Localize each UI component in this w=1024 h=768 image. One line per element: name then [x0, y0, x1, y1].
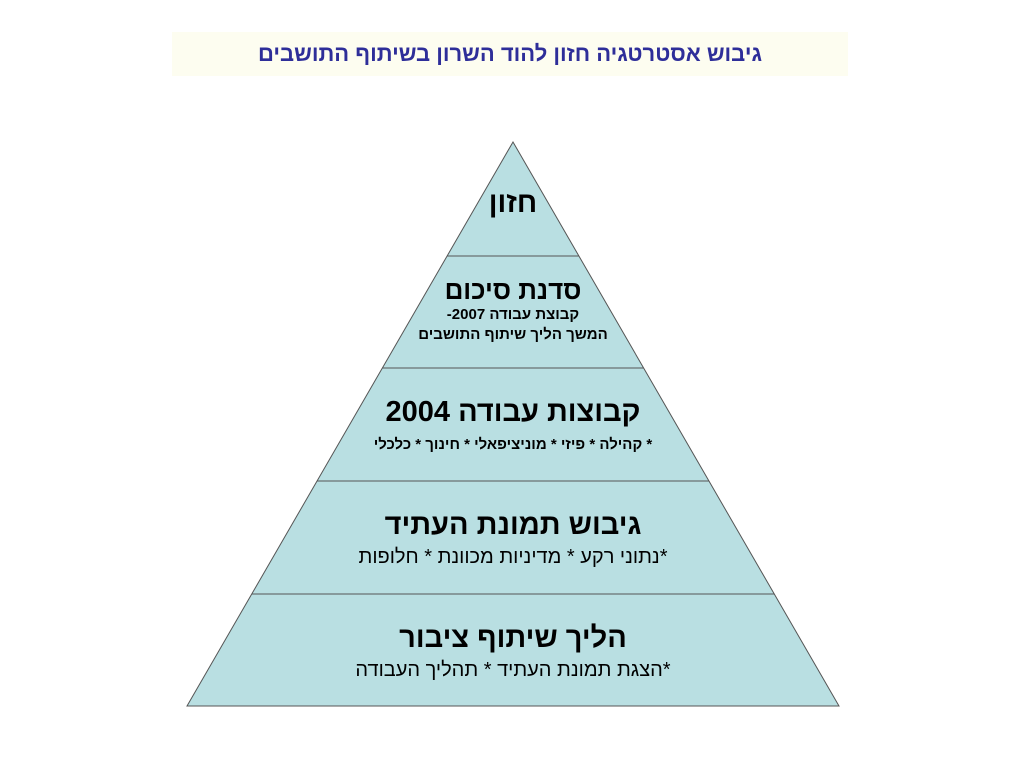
tier-future-picture-heading: גיבוש תמונת העתיד: [384, 509, 642, 541]
tier-working-groups: קבוצות עבודה 2004 * קהילה * פיזי * מוניצ…: [374, 395, 653, 455]
tier-vision: חזון: [489, 186, 537, 220]
tier-summary-line-1: קבוצת עבודה 2007-: [446, 306, 580, 323]
tier-public-participation-line-1: *הצגת תמונת העתיד * תהליך העבודה: [355, 659, 671, 681]
tier-vision-heading: חזון: [488, 187, 538, 219]
tier-future-picture: גיבוש תמונת העתיד *נתוני רקע * מדיניות מ…: [359, 508, 668, 570]
tier-public-participation: הליך שיתוף ציבור *הצגת תמונת העתיד * תהל…: [355, 621, 670, 683]
slide-title: גיבוש אסטרטגיה חזון להוד השרון בשיתוף הת…: [258, 41, 762, 66]
tier-future-picture-line-1: *נתוני רקע * מדיניות מכוונת * חלופות: [358, 546, 668, 568]
tier-working-groups-line-1: * קהילה * פיזי * מוניציפאלי * חינוך * כל…: [373, 436, 653, 453]
title-box: גיבוש אסטרטגיה חזון להוד השרון בשיתוף הת…: [172, 32, 848, 76]
tier-working-groups-heading: קבוצות עבודה 2004: [385, 396, 641, 428]
tier-summary-heading: סדנת סיכום: [444, 275, 582, 305]
tier-summary-line-2: המשך הליך שיתוף התושבים: [418, 326, 608, 343]
pyramid-shape: [186, 141, 840, 707]
tier-summary-workshop: סדנת סיכום קבוצת עבודה 2007- המשך הליך ש…: [418, 275, 608, 345]
tier-public-participation-heading: הליך שיתוף ציבור: [399, 622, 627, 654]
